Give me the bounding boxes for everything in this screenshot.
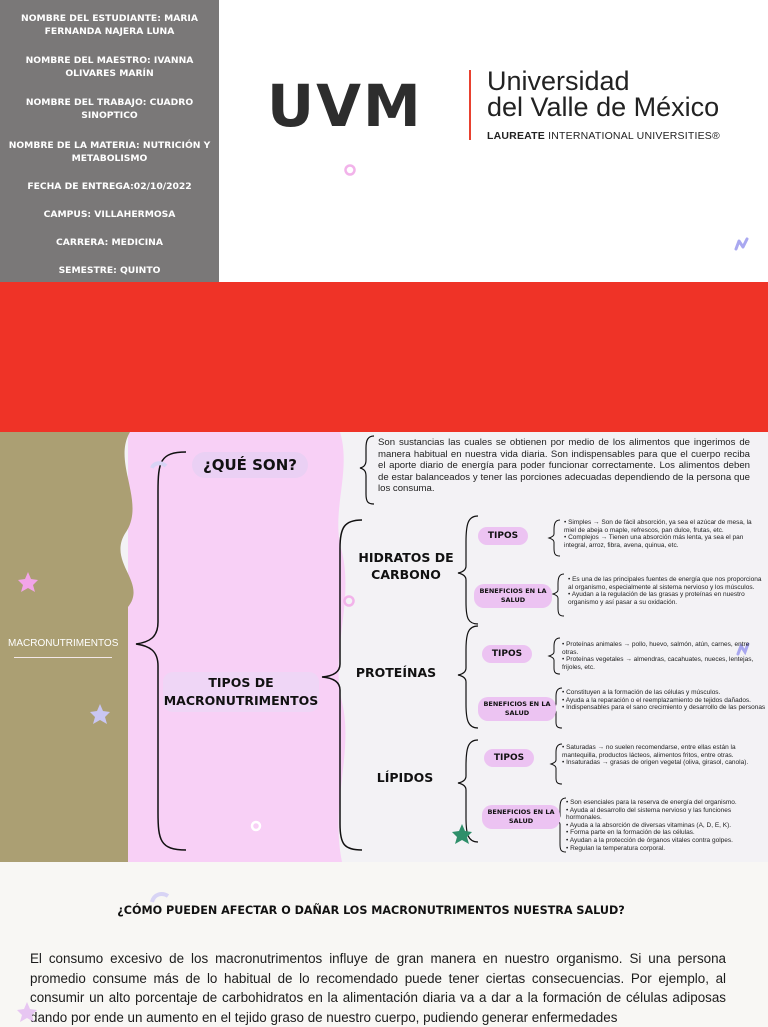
career: CARRERA: MEDICINA [56,237,163,248]
beneficios-label-hidratos: BENEFICIOS EN LA SALUD [474,584,552,608]
list-item: • Complejos → Tienen una absorción más l… [564,534,744,549]
macronutrimentos-underline [14,657,112,658]
logo-subtitle-rest: INTERNATIONAL UNIVERSITIES® [548,130,720,142]
detail-lipidos-beneficios: • Son esenciales para la reserva de ener… [566,799,768,852]
list-item: • Indispensables para el sano crecimient… [562,704,766,712]
concept-map: MACRONUTRIMENTOS ¿QUÉ SON? Son sustancia… [0,432,768,862]
tipos-label-hidratos: TIPOS [478,527,528,545]
student-name: NOMBRE DEL ESTUDIANTE: MARIA FERNANDA NA… [21,13,198,37]
logo-subtitle-bold: LAUREATE [487,130,545,142]
definition-text: Son sustancias las cuales se obtienen po… [378,437,750,495]
logo-name-line1: Universidad [487,66,630,96]
list-item: • Ayuda a la reparación o el reemplazami… [562,696,751,704]
list-item: • Simples → Son de fácil absorción, ya s… [564,519,752,534]
subject-name: NOMBRE DE LA MATERIA: NUTRICIÓN Y METABO… [8,140,211,164]
logo-subtitle: LAUREATE INTERNATIONAL UNIVERSITIES® [487,130,720,142]
list-item: • Ayudan a la protección de órganos vita… [566,836,733,844]
group-title-proteinas: PROTEÍNAS [355,665,437,680]
logo-divider [469,70,471,140]
list-item: • Ayuda a la absorción de diversas vitam… [566,821,732,829]
section-question: ¿CÓMO PUEDEN AFECTAR O DAÑAR LOS MACRONU… [117,904,625,917]
list-item: • Son esenciales para la reserva de ener… [566,799,737,806]
list-item: • Es una de las principales fuentes de e… [568,576,762,591]
beneficios-label-proteinas: BENEFICIOS EN LA SALUD [478,697,556,721]
list-item: • Ayudan a la regulación de las grasas y… [568,591,745,606]
detail-lipidos-tipos: • Saturadas → no suelen recomendarse, en… [562,744,766,767]
circle-decoration-icon [344,164,356,176]
map-background [0,432,750,862]
macronutrimentos-label: MACRONUTRIMENTOS [8,638,119,649]
tipos-label-proteinas: TIPOS [482,645,532,663]
detail-proteinas-beneficios: • Constituyen a la formación de las célu… [562,689,766,712]
squiggle-decoration-icon [734,237,749,251]
detail-proteinas-tipos: • Proteínas animales → pollo, huevo, sal… [562,641,766,671]
teacher-name: NOMBRE DEL MAESTRO: IVANNA OLIVARES MARÍ… [25,55,194,79]
arc-decoration-icon [150,892,170,903]
red-band [0,282,768,432]
beneficios-label-lipidos: BENEFICIOS EN LA SALUD [482,805,560,829]
list-item: • Proteínas animales → pollo, huevo, sal… [562,641,750,656]
list-item: • Constituyen a la formación de las célu… [562,689,721,696]
student-info-panel: NOMBRE DEL ESTUDIANTE: MARIA FERNANDA NA… [0,0,219,282]
detail-hidratos-tipos: • Simples → Son de fácil absorción, ya s… [564,519,764,549]
star-decoration-icon [17,1002,37,1022]
group-title-hidratos: HIDRATOS DE CARBONO [358,550,454,582]
work-name: NOMBRE DEL TRABAJO: CUADRO SINOPTICO [25,97,194,121]
list-item: • Forma parte en la formación de las cél… [566,829,695,837]
campus: CAMPUS: VILLAHERMOSA [43,209,176,220]
list-item: • Ayuda al desarrollo del sistema nervio… [566,806,732,822]
group-title-lipidos: LÍPIDOS [376,770,434,785]
list-item: • Insaturadas → grasas de origen vegetal… [562,759,749,767]
tipos-label-lipidos: TIPOS [484,749,534,767]
que-son-heading: ¿QUÉ SON? [192,452,308,478]
delivery-date: FECHA DE ENTREGA:02/10/2022 [27,181,192,192]
list-item: • Saturadas → no suelen recomendarse, en… [562,744,736,759]
list-item: • Proteínas vegetales → almendras, cacah… [562,656,754,671]
list-item: • Regulan la temperatura corporal. [566,844,666,852]
detail-hidratos-beneficios: • Es una de las principales fuentes de e… [568,576,764,606]
body-paragraph: El consumo excesivo de los macronutrimen… [30,951,726,1025]
logo-letters: UVM [267,72,423,140]
semester: SEMESTRE: QUINTO [58,265,161,276]
tipos-macronutrimentos-heading: TIPOS DE MACRONUTRIMENTOS [163,672,319,712]
logo-name-line2: del Valle de México [487,92,720,122]
university-logo: UVM Universidad del Valle de México LAUR… [219,0,768,282]
